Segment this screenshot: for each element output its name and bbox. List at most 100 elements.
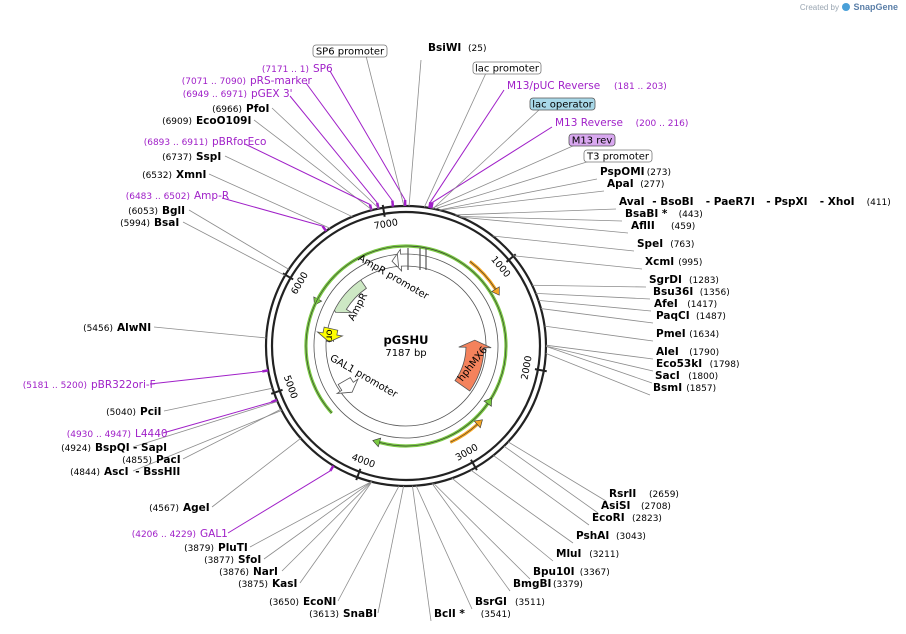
enzyme-site-paci[interactable]: (4855)PacI [122, 454, 181, 466]
feature-box-t3promoter[interactable]: T3 promoter [583, 149, 653, 163]
enzyme-connector [545, 345, 654, 372]
enzyme-connector [460, 216, 629, 234]
enzyme-site-asci[interactable]: (4844)AscI- BssHII [70, 466, 180, 478]
feature-box-lacoperator[interactable]: lac operator [529, 97, 596, 111]
primer-m13pucreverse[interactable]: M13/pUC Reverse(181 .. 203) [507, 80, 667, 92]
enzyme-site-bsu36i[interactable]: Bsu36I(1356) [653, 286, 730, 298]
enzyme-site-snabi[interactable]: (3613)SnaBI [309, 608, 377, 620]
enzyme-name: BmgBI [513, 578, 551, 590]
primer-name: Amp-R [194, 190, 229, 202]
enzyme-site-xmni[interactable]: (6532)XmnI [142, 169, 206, 181]
primer-gal1[interactable]: (4206 .. 4229)GAL1 [132, 528, 228, 540]
primer-position: (181 .. 203) [614, 82, 667, 92]
enzyme-site-saci[interactable]: SacI(1800) [655, 370, 718, 382]
feature-box-m13rev[interactable]: M13 rev [568, 133, 616, 147]
enzyme-site-paqci[interactable]: PaqCI(1487) [656, 310, 726, 322]
enzyme-position: (3511) [515, 598, 545, 608]
enzyme-name: BsaI [154, 217, 179, 229]
enzyme-name: ApaI [607, 178, 634, 190]
feature-box-label: T3 promoter [586, 152, 650, 163]
enzyme-site-agei[interactable]: (4567)AgeI [149, 502, 210, 514]
primer-pbrforeco[interactable]: (6893 .. 6911)pBRforEco [144, 136, 267, 148]
enzyme-site-kasi[interactable]: (3875)KasI [238, 578, 297, 590]
enzyme-name: KasI [272, 578, 297, 590]
enzyme-site-bsai[interactable]: (5994)BsaI [120, 217, 179, 229]
plasmid-size: 7187 bp [385, 348, 426, 359]
enzyme-site-asisi[interactable]: AsiSI(2708) [601, 500, 671, 512]
enzyme-name: PspOMI [600, 166, 645, 178]
enzyme-site-bsrgi[interactable]: BsrGI(3511) [475, 596, 545, 608]
feature-connector [431, 144, 576, 209]
enzyme-site-ecori[interactable]: EcoRI(2823) [592, 512, 662, 524]
primer-ampr[interactable]: (6483 .. 6502)Amp-R [126, 190, 229, 202]
enzyme-site-sfoi[interactable]: (3877)SfoI [204, 554, 261, 566]
enzyme-site-ecoo109i[interactable]: (6909)EcoO109I [162, 115, 251, 127]
enzyme-position: (1634) [689, 330, 719, 340]
credit-brand: SnapGene [853, 2, 898, 12]
enzyme-site-pfoi[interactable]: (6966)PfoI [212, 103, 269, 115]
enzyme-name: AsiSI [601, 500, 630, 512]
enzyme-name: AleI [656, 346, 679, 358]
enzyme-site-bmgbi[interactable]: BmgBI(3379) [513, 578, 583, 590]
tick-mark [355, 468, 362, 481]
enzyme-site-sspi[interactable]: (6737)SspI [162, 151, 221, 163]
inner-arc-arrowhead [372, 437, 382, 448]
enzyme-site-xcmi[interactable]: XcmI(995) [645, 256, 702, 268]
enzyme-site-afei[interactable]: AfeI(1417) [654, 298, 717, 310]
enzyme-site-alwni[interactable]: (5456)AlwNI [83, 322, 151, 334]
primer-pgex3[interactable]: (6949 .. 6971)pGEX 3' [183, 88, 293, 100]
enzyme-position: (1283) [689, 276, 719, 286]
enzyme-site-nari[interactable]: (3876)NarI [219, 566, 278, 578]
enzyme-name: AscI [104, 466, 129, 478]
enzyme-name: Bpu10I [533, 566, 575, 578]
primer-name: pRS-marker [250, 75, 313, 87]
enzyme-site-bsabi[interactable]: BsaBI *(443) [625, 208, 703, 220]
enzyme-site-spei[interactable]: SpeI(763) [637, 238, 694, 250]
enzyme-site-avai[interactable]: AvaI- BsoBI- PaeR7I- PspXI- XhoI(411) [619, 196, 891, 208]
enzyme-site-bpu10i[interactable]: Bpu10I(3367) [533, 566, 610, 578]
tick-mark [470, 459, 478, 471]
enzyme-site-bcli[interactable]: BclI *(3541) [434, 608, 511, 620]
plasmid-name: pGSHU [384, 333, 429, 347]
enzyme-site-bgli[interactable]: (6053)BglI [128, 205, 185, 217]
tick-label: 1000 [488, 254, 512, 280]
enzyme-connector [538, 299, 652, 312]
enzyme-connector [545, 344, 654, 360]
enzyme-site-pspomi[interactable]: PspOMI(273) [600, 166, 671, 178]
primer-prsmarker[interactable]: (7071 .. 7090)pRS-marker [182, 75, 313, 87]
primer-sp6[interactable]: (7171 .. 1)SP6 [262, 63, 333, 75]
enzyme-site-pmei[interactable]: PmeI(1634) [656, 328, 719, 340]
enzyme-site-rsrii[interactable]: RsrII(2659) [609, 488, 679, 500]
enzyme-site-apai[interactable]: ApaI(277) [607, 178, 664, 190]
enzyme-site-bsmi[interactable]: BsmI(1857) [653, 382, 716, 394]
enzyme-name: EcoNI [303, 596, 336, 608]
enzyme-site-mlui[interactable]: MluI(3211) [556, 548, 619, 560]
feature-box-lacpromoter[interactable]: lac promoter [472, 61, 542, 75]
enzyme-site-pluti[interactable]: (3879)PluTI [184, 542, 248, 554]
inner-arc-arrowhead [491, 286, 500, 296]
primer-m13reverse[interactable]: M13 Reverse(200 .. 216) [555, 117, 688, 129]
enzyme-name: SnaBI [343, 608, 377, 620]
enzyme-site-econi[interactable]: (3650)EcoNI [269, 596, 336, 608]
feature-box-sp6promoter[interactable]: SP6 promoter [312, 44, 388, 58]
enzyme-site-alei[interactable]: AleI(1790) [656, 346, 719, 358]
enzyme-site-bspqi[interactable]: (4924)BspQI- SapI [61, 442, 167, 454]
primer-name: SP6 [313, 63, 333, 75]
primer-position: (6949 .. 6971) [183, 90, 247, 100]
enzyme-site-eco53ki[interactable]: Eco53kI(1798) [656, 358, 740, 370]
enzyme-site-aflii[interactable]: AflII(459) [631, 220, 695, 232]
feature-box [312, 44, 388, 58]
primer-l4440[interactable]: (4930 .. 4947)L4440 [67, 428, 168, 440]
enzyme-connector [540, 308, 654, 324]
primer-pbr322orif[interactable]: (5181 .. 5200)pBR322ori-F [23, 379, 156, 391]
enzyme-name: PluTI [218, 542, 248, 554]
primer-connector [227, 470, 331, 534]
enzyme-connector [224, 155, 353, 218]
enzyme-site-pcii[interactable]: (5040)PciI [106, 406, 161, 418]
feature-arrow-ampr-promoter [313, 248, 499, 439]
enzyme-site-bsiwi[interactable]: BsiWI(25) [428, 42, 486, 54]
enzyme-site-pshai[interactable]: PshAI(3043) [576, 530, 646, 542]
tick-label: 7000 [373, 217, 399, 232]
enzyme-site-sgrdi[interactable]: SgrDI(1283) [649, 274, 719, 286]
enzyme-connector [253, 119, 373, 211]
